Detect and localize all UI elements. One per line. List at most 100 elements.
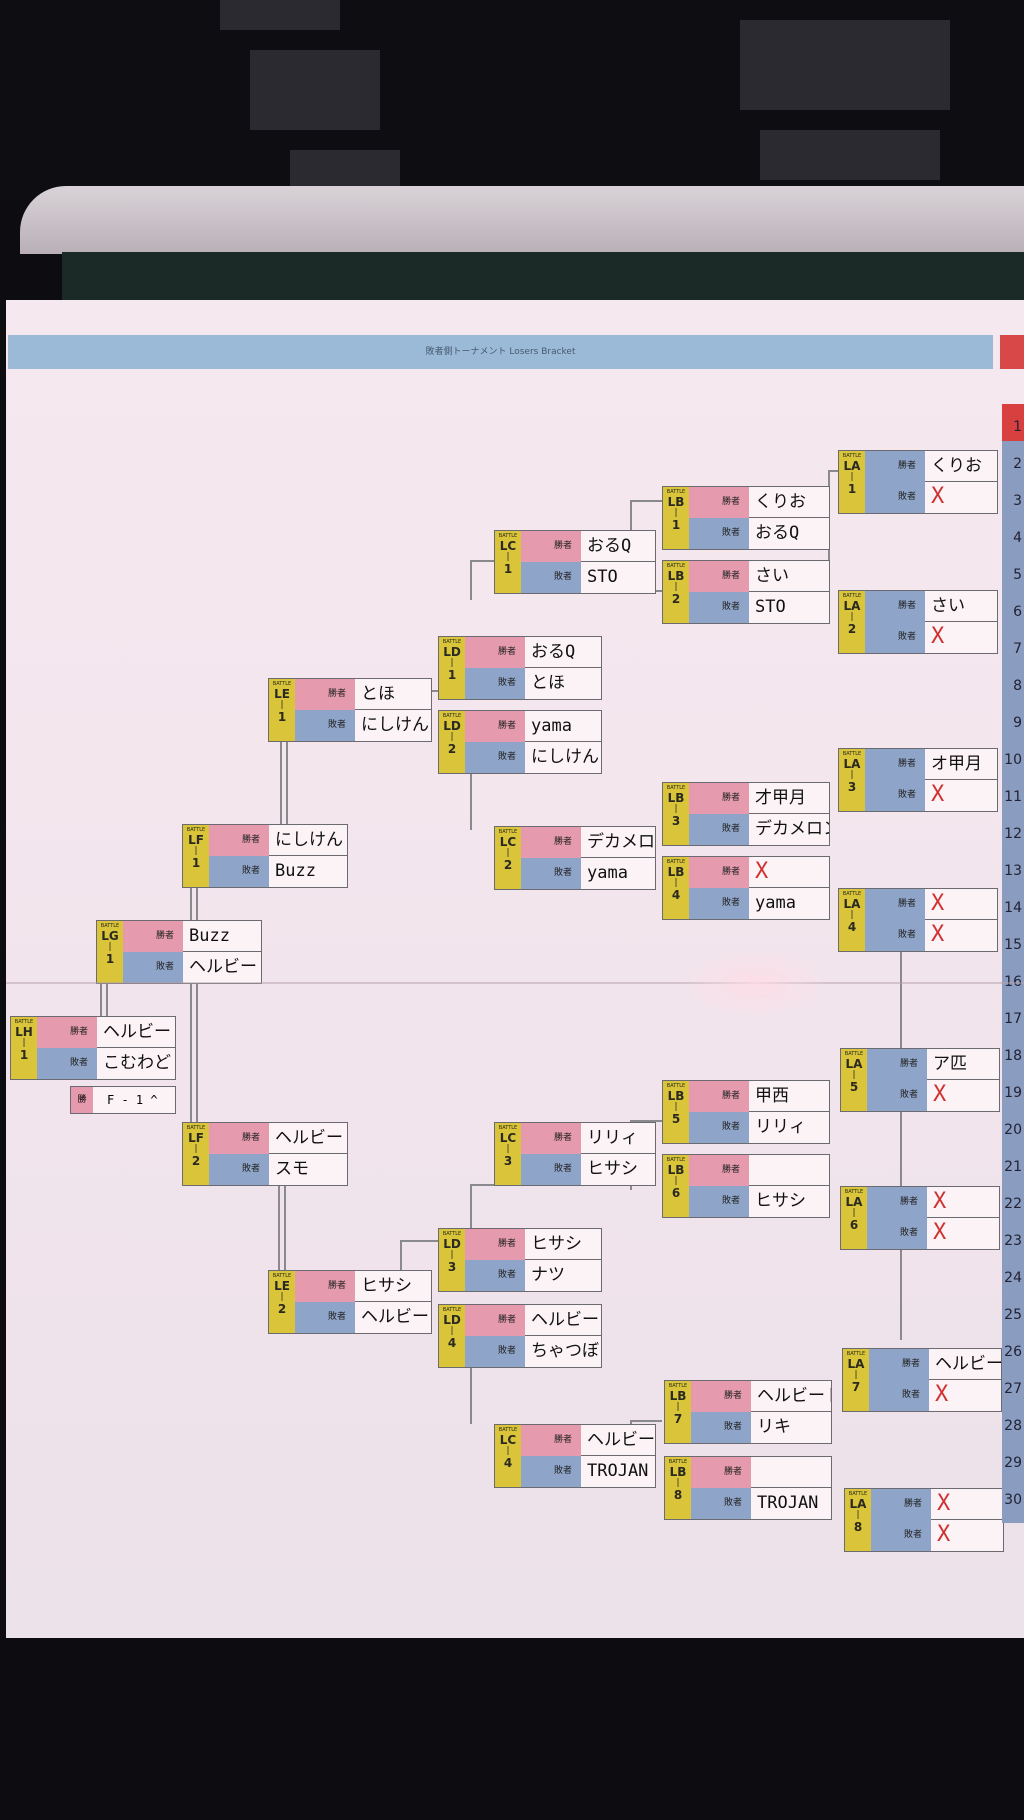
source-slot-top (209, 1123, 233, 1154)
seed-tab: 24 (1002, 1255, 1024, 1301)
ceiling-tile (760, 130, 940, 180)
bracket-connector (196, 982, 198, 1122)
player-bottom: X (931, 624, 945, 649)
source-slot-top (871, 1489, 895, 1520)
source-slot-top (691, 1381, 715, 1412)
role-bottom: 敗者 (713, 814, 749, 845)
match-divider: | (280, 700, 284, 710)
player-top: ヘルビート (525, 1305, 601, 1336)
match-divider: | (450, 658, 454, 668)
match-number: 2 (847, 622, 857, 636)
match-code: LB (669, 1389, 687, 1403)
player-bottom: ちゃつぼ (531, 1341, 599, 1361)
whiteboard-surface (62, 252, 1024, 304)
seed-tab: 20 (1002, 1107, 1024, 1153)
seed-tab: 30 (1002, 1477, 1024, 1523)
match-divider: | (194, 1144, 198, 1154)
source-slot-top (689, 857, 713, 888)
bracket-connector (470, 730, 472, 830)
role-top: 勝者 (889, 451, 925, 482)
player-bottom: TROJAN (587, 1461, 649, 1481)
match-divider: | (852, 1208, 856, 1218)
battle-label: BATTLE (844, 1189, 864, 1195)
battle-label: BATTLE (666, 1157, 686, 1163)
match-number: 3 (671, 814, 681, 828)
source-slot-bottom (521, 1154, 545, 1185)
match-code: LA (843, 757, 861, 771)
player-top: にしけん (269, 825, 347, 856)
seed-tab: 19 (1002, 1070, 1024, 1116)
battle-label: BATTLE (842, 593, 862, 599)
source-slot-bottom (521, 858, 545, 889)
battle-label: BATTLE (442, 1231, 462, 1237)
match-code: LH (15, 1025, 33, 1039)
source-slot-top (691, 1457, 715, 1488)
player-top: X (927, 1187, 999, 1218)
source-slot-bottom (689, 592, 713, 623)
player-top: リリィ (581, 1123, 655, 1154)
ceiling-tile (250, 50, 380, 130)
role-top: 勝者 (889, 749, 925, 780)
bracket-connector (630, 1120, 662, 1122)
winners-banner-edge (1000, 335, 1024, 369)
player-top: ア匹 (927, 1049, 999, 1080)
player-bottom: デカメロン (755, 819, 829, 839)
player-bottom: ナツ (531, 1265, 565, 1285)
match-divider: | (850, 472, 854, 482)
role-top: 勝者 (233, 1123, 269, 1154)
source-slot-bottom (123, 952, 147, 983)
source-slot-bottom (295, 710, 319, 741)
seed-tab: 4 (1002, 515, 1024, 561)
battle-label: BATTLE (442, 1307, 462, 1313)
match-number: 4 (447, 1336, 457, 1350)
source-slot-bottom (465, 742, 489, 773)
match-number: 7 (851, 1380, 861, 1394)
source-slot-bottom (871, 1520, 895, 1551)
role-top: 勝者 (893, 1349, 929, 1380)
source-slot-bottom (521, 562, 545, 593)
player-top: とほ (355, 679, 431, 710)
match-number: 1 (105, 952, 115, 966)
match-divider: | (676, 1478, 680, 1488)
match-code: LA (845, 1057, 863, 1071)
source-slot-top (521, 531, 545, 562)
match-number: 1 (503, 562, 513, 576)
seed-tab: 12 (1002, 811, 1024, 857)
battle-label: BATTLE (668, 1459, 688, 1465)
battle-label: BATTLE (666, 859, 686, 865)
match-number: 6 (671, 1186, 681, 1200)
player-top: 甲西 (749, 1081, 829, 1112)
role-top: 勝者 (545, 827, 581, 858)
source-slot-top (123, 921, 147, 952)
battle-label: BATTLE (186, 1125, 206, 1131)
match-number: 2 (277, 1302, 287, 1316)
match-divider: | (850, 910, 854, 920)
role-top: 勝者 (713, 1081, 749, 1112)
match-number: 2 (503, 858, 513, 872)
role-top: 勝者 (61, 1017, 97, 1048)
player-top: ヘルビート (269, 1123, 347, 1154)
seed-tab: 28 (1002, 1403, 1024, 1449)
role-top: 勝者 (545, 1425, 581, 1456)
seed-tab: 3 (1002, 478, 1024, 524)
match-number: 2 (191, 1154, 201, 1168)
match-number: 7 (673, 1412, 683, 1426)
player-bottom: X (933, 1082, 947, 1107)
player-top (749, 1155, 829, 1186)
match-code: LF (188, 833, 204, 847)
